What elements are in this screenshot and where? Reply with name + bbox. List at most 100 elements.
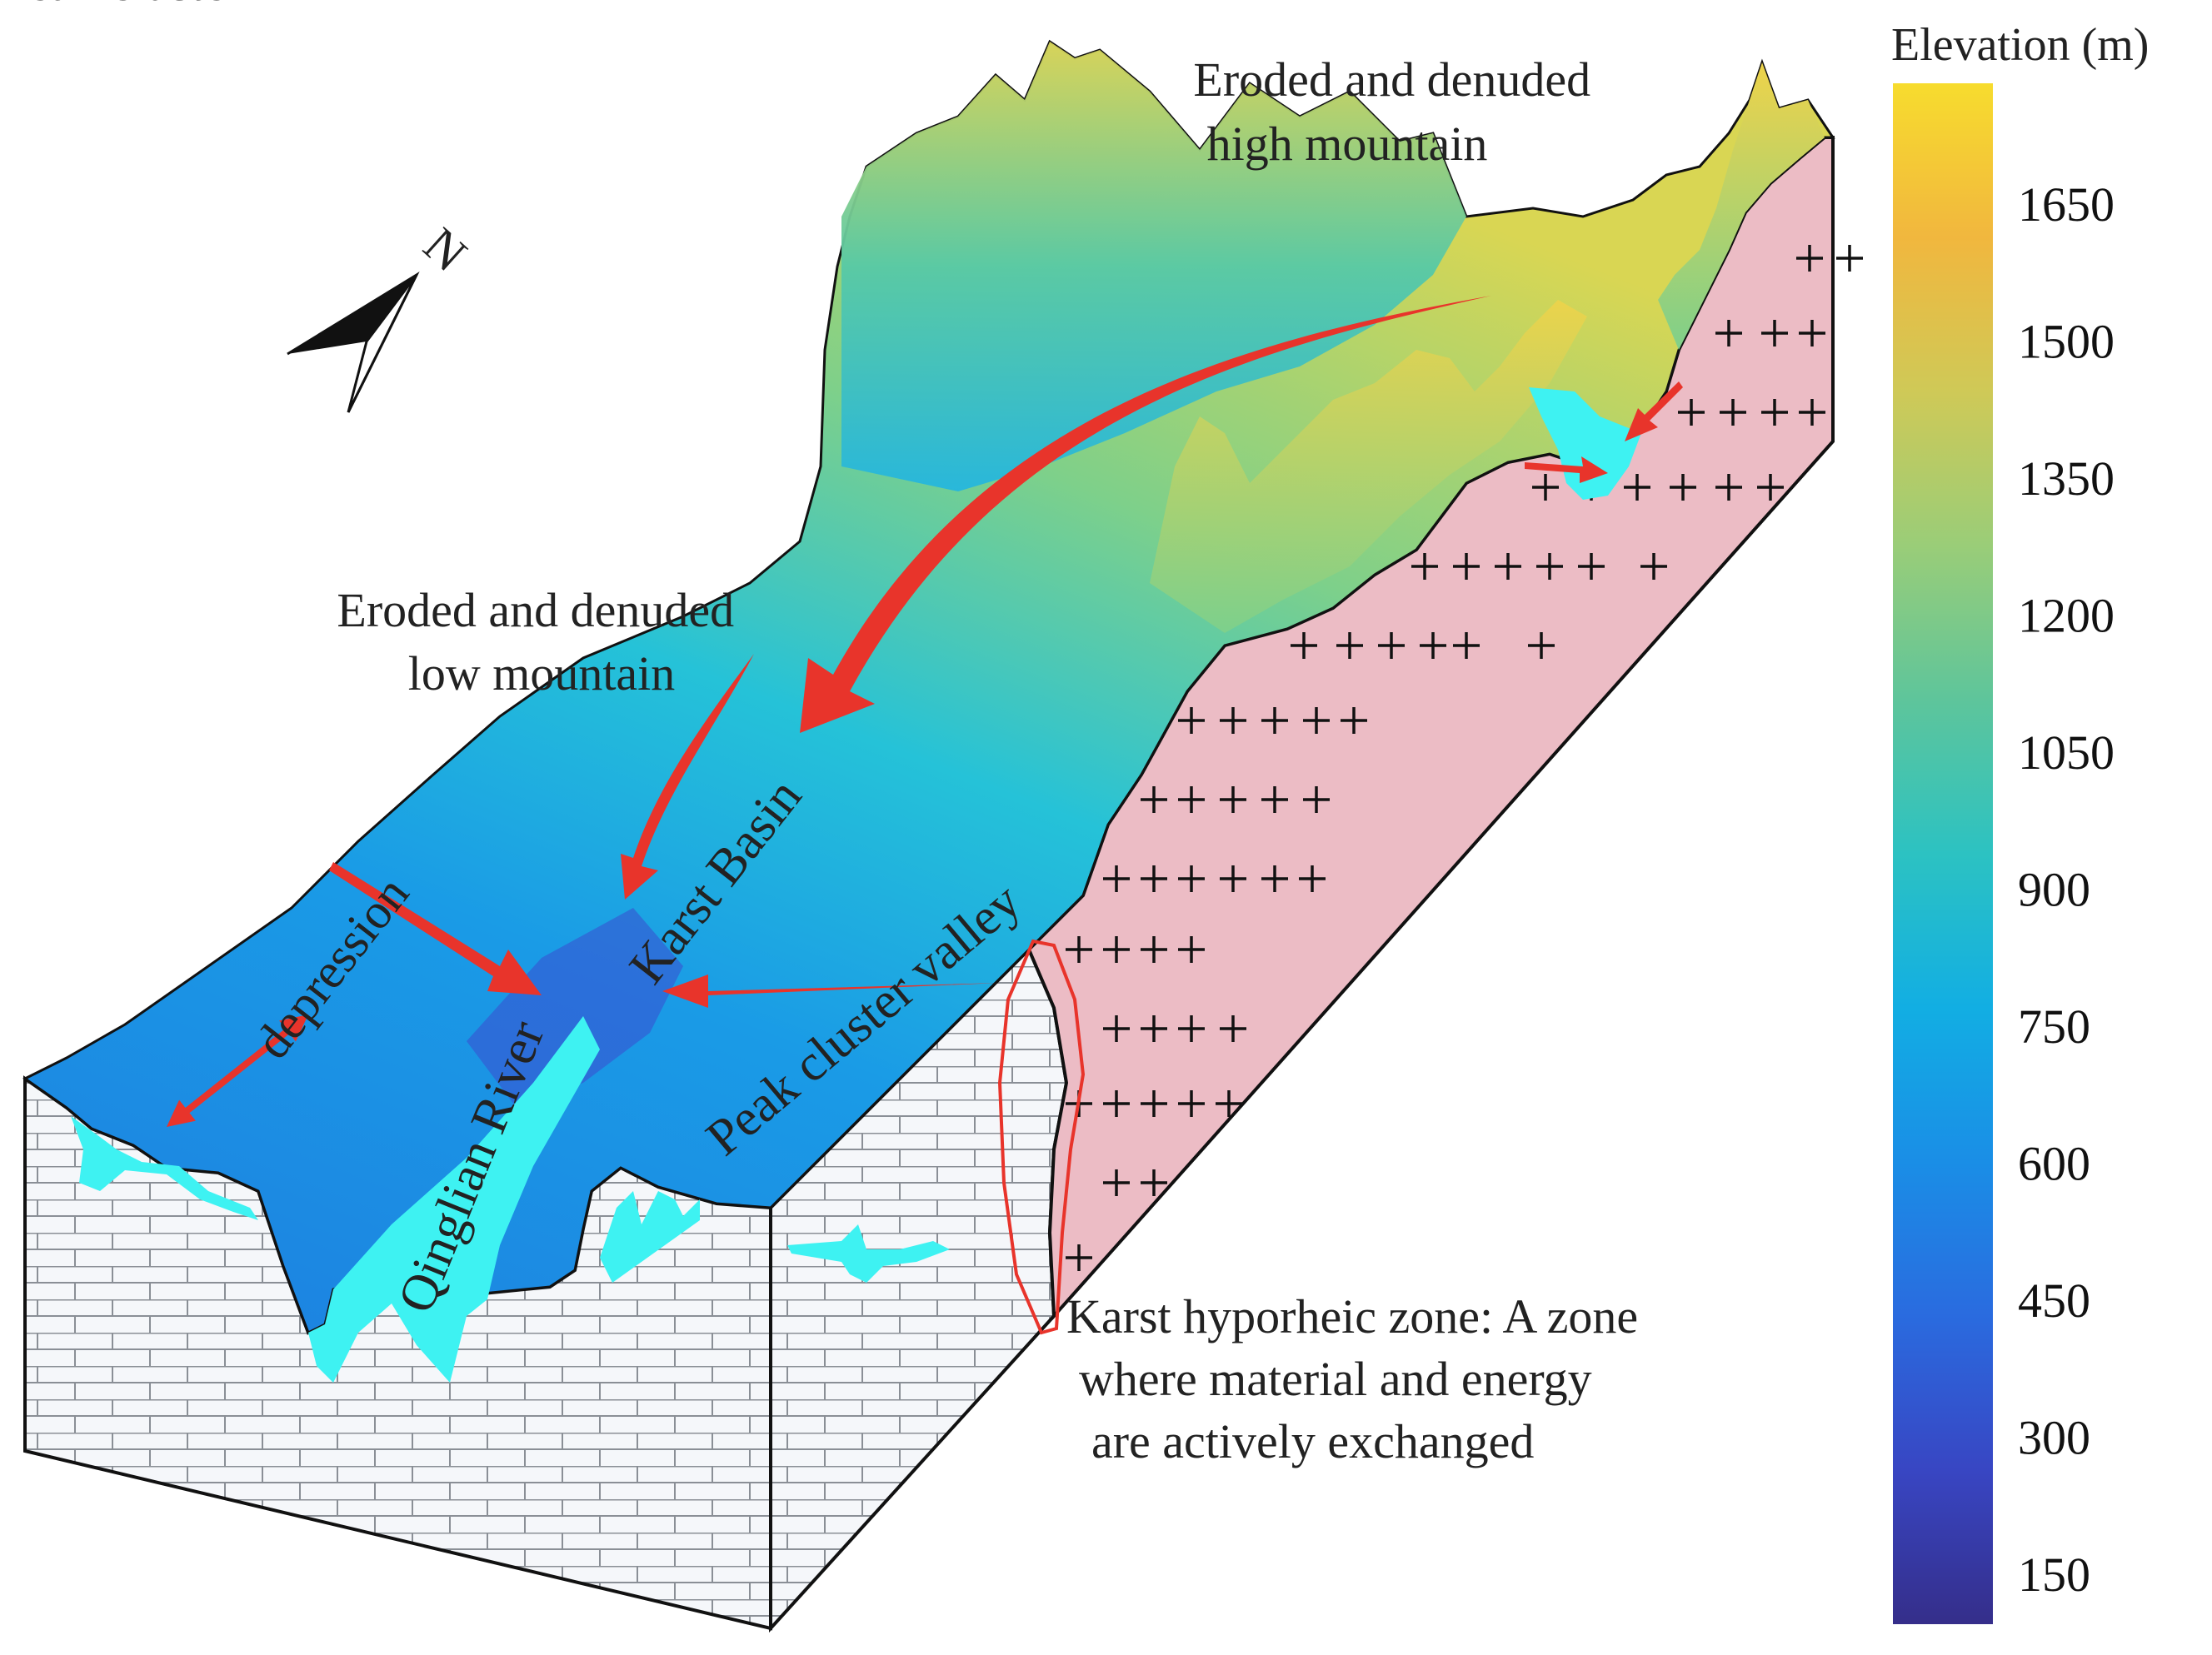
granite-plus-mark [1291, 632, 1317, 659]
granite-plus-mark [1103, 1169, 1130, 1196]
granite-plus-mark [1670, 474, 1696, 501]
upper-lake [1529, 387, 1641, 500]
granite-plus-mark [1261, 786, 1288, 813]
granite-plus-mark [1799, 399, 1825, 426]
north-arrow-label: N [413, 217, 477, 282]
granite-plus-mark [1220, 707, 1246, 734]
colorbar-tick-label: 450 [2018, 1274, 2090, 1328]
granite-plus-mark [1578, 553, 1605, 580]
qinglian-river [308, 1016, 600, 1383]
granite-pattern [1066, 245, 1863, 1271]
granite-plus-mark [1103, 936, 1130, 963]
colorbar-title: Elevation (m) [1891, 19, 2149, 71]
underground-water-mid [787, 1224, 950, 1283]
granite-plus-mark [1796, 245, 1823, 272]
granite-plus-mark [1420, 632, 1446, 659]
hyporheic-zone-outline [997, 939, 1086, 1335]
karst-basin-low [467, 908, 683, 1108]
granite-plus-mark [1220, 1015, 1246, 1042]
granite-plus-mark [1066, 936, 1092, 963]
granite-plus-mark [1761, 320, 1788, 346]
granite-plus-mark [1066, 1244, 1092, 1271]
granite-plus-mark [1261, 865, 1288, 892]
granite-plus-mark [1141, 1015, 1167, 1042]
granite-plus-mark [1640, 553, 1667, 580]
granite-plus-mark [1220, 865, 1246, 892]
granite-plus-mark [1715, 320, 1742, 346]
colorbar-tick-label: 600 [2018, 1137, 2090, 1191]
granite-plus-mark [1624, 474, 1650, 501]
label-low-mountain-line2: low mountain [408, 646, 676, 700]
label-hyporheic-zone: Karst hyporheic zone: A zone where mater… [1066, 1289, 1650, 1468]
granite-plus-mark [1103, 1090, 1130, 1117]
granite-plus-mark [1336, 632, 1363, 659]
colorbar-tick-label: 1500 [2018, 315, 2115, 369]
granite-plus-mark [1103, 1015, 1130, 1042]
granite-plus-mark [1141, 1090, 1167, 1117]
granite-plus-mark [1532, 474, 1559, 501]
label-low-mountain-line1: Eroded and denuded [337, 583, 734, 637]
north-arrow: N [287, 217, 477, 413]
granite-plus-mark [1799, 320, 1825, 346]
flow-arrows [329, 296, 1683, 1008]
colorbar-tick-label: 1650 [2018, 177, 2115, 232]
granite-plus-mark [1303, 707, 1330, 734]
label-low-mountain: Eroded and denuded low mountain [337, 583, 746, 700]
granite-plus-mark [1141, 786, 1167, 813]
arrow-depression-bidirectional [166, 1014, 309, 1127]
granite-plus-mark [1141, 1169, 1167, 1196]
granite-plus-mark [1178, 865, 1205, 892]
colorbar-tick-label: 150 [2018, 1548, 2090, 1602]
colorbar-gradient [1893, 83, 1993, 1624]
granite-plus-mark [1378, 632, 1405, 659]
granite-plus-mark [1757, 474, 1784, 501]
label-peak-cluster-depression: Peak cluster [0, 0, 243, 11]
granite-plus-mark [1761, 399, 1788, 426]
underground-water-right [600, 1191, 700, 1283]
corner-ridge [1658, 62, 1825, 350]
granite-plus-mark [1836, 245, 1863, 272]
granite-plus-mark [1299, 865, 1326, 892]
granite-plus-mark [1141, 865, 1167, 892]
label-hyporheic-line1: Karst hyporheic zone: A zone [1066, 1289, 1638, 1343]
colorbar-tick-label: 300 [2018, 1411, 2090, 1465]
label-high-mountain-line1: Eroded and denuded [1193, 52, 1590, 107]
granite-plus-mark [1715, 474, 1742, 501]
granite-plus-mark [1178, 1015, 1205, 1042]
granite-plus-mark [1141, 936, 1167, 963]
colorbar-tick-label: 750 [2018, 999, 2090, 1054]
granite-plus-mark [1678, 399, 1705, 426]
label-hyporheic-line3: are actively exchanged [1091, 1414, 1534, 1468]
arrow-upper-1 [1625, 381, 1683, 441]
underground-water-left [71, 1116, 258, 1220]
granite-plus-mark [1453, 632, 1480, 659]
granite-plus-mark [1103, 865, 1130, 892]
granite-plus-mark [1453, 553, 1480, 580]
colorbar-tick-label: 1200 [2018, 589, 2115, 643]
granite-plus-mark [1220, 786, 1246, 813]
arrow-low-to-basin [621, 654, 754, 900]
label-hyporheic-line2: where material and energy [1079, 1352, 1592, 1406]
granite-plus-mark [1178, 1090, 1205, 1117]
granite-plus-mark [1216, 1090, 1242, 1117]
arrow-valley-to-basin [662, 975, 1000, 1008]
granite-plus-mark [1261, 707, 1288, 734]
arrow-upper-2 [1525, 456, 1608, 483]
label-depression-line1: Peak cluster [0, 0, 243, 11]
granite-plus-mark [1720, 399, 1746, 426]
granite-plus-mark [1178, 707, 1205, 734]
granite-plus-mark [1303, 786, 1330, 813]
granite-plus-mark [1528, 632, 1555, 659]
high-mountain-relief [841, 42, 1466, 491]
granite-plus-mark [1178, 786, 1205, 813]
label-high-mountain: Eroded and denuded high mountain [1193, 52, 1602, 171]
label-high-mountain-line2: high mountain [1207, 117, 1488, 171]
granite-plus-mark [1536, 553, 1563, 580]
granite-plus-mark [1411, 553, 1438, 580]
colorbar-tick-label: 1050 [2018, 725, 2115, 780]
colorbar-tick-label: 1350 [2018, 451, 2115, 506]
granite-plus-mark [1495, 553, 1521, 580]
arrow-depression-to-river [329, 862, 542, 995]
